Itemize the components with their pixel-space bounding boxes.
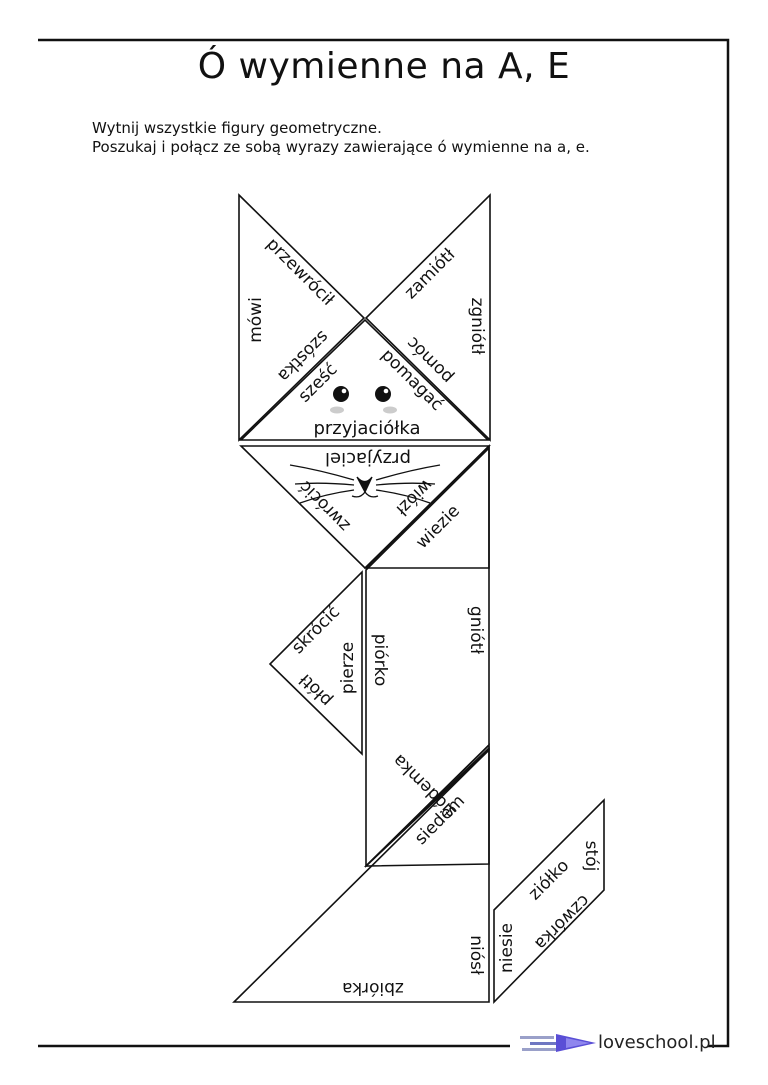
right-ear-piece[interactable]	[364, 193, 491, 442]
cat-whiskers	[289, 464, 441, 504]
face-piece[interactable]	[239, 318, 490, 441]
word-ziolko: ziółko	[525, 856, 573, 904]
tail-piece[interactable]	[493, 798, 605, 1004]
instructions: Wytnij wszystkie figury geometryczne. Po…	[92, 119, 590, 157]
word-przyjaciolka: przyjaciółka	[313, 418, 420, 439]
instruction-line-2: Poszukaj i połącz ze sobą wyrazy zawiera…	[92, 138, 590, 156]
word-przewrocil: przewrócił	[262, 234, 338, 310]
cat-face-details	[330, 386, 397, 414]
small-triangle-piece[interactable]	[268, 570, 363, 756]
leg-triangle-piece[interactable]	[363, 746, 490, 867]
word-gniotl: gniótł	[466, 606, 486, 654]
instruction-line-1: Wytnij wszystkie figury geometryczne.	[92, 119, 382, 137]
word-wiozl: wiózł	[392, 475, 437, 520]
word-skrocic: skrócić	[288, 602, 344, 658]
word-zwrocic: zwrócić	[296, 477, 355, 536]
left-ear-piece[interactable]	[238, 193, 366, 442]
brand-name: loveschool.pl	[598, 1032, 716, 1053]
word-przyjaciel: przyjaciel	[325, 448, 411, 469]
brand-logo-icon	[520, 1034, 596, 1052]
word-niosl: niósł	[466, 935, 486, 975]
word-wiezie: wiezie	[412, 501, 464, 553]
big-triangle-piece[interactable]	[232, 748, 490, 1003]
word-zgniotl: zgniótł	[467, 297, 487, 354]
word-plotl: płótł	[296, 670, 337, 711]
word-stoj: stój	[581, 841, 601, 872]
word-niesie: niesie	[497, 923, 517, 973]
page-title: Ó wymienne na A, E	[197, 46, 571, 87]
word-pierze: pierze	[338, 642, 358, 694]
word-mowi: mówi	[246, 297, 266, 343]
word-piorko: piórko	[370, 634, 390, 687]
word-zbiorka: zbiórka	[342, 978, 404, 998]
